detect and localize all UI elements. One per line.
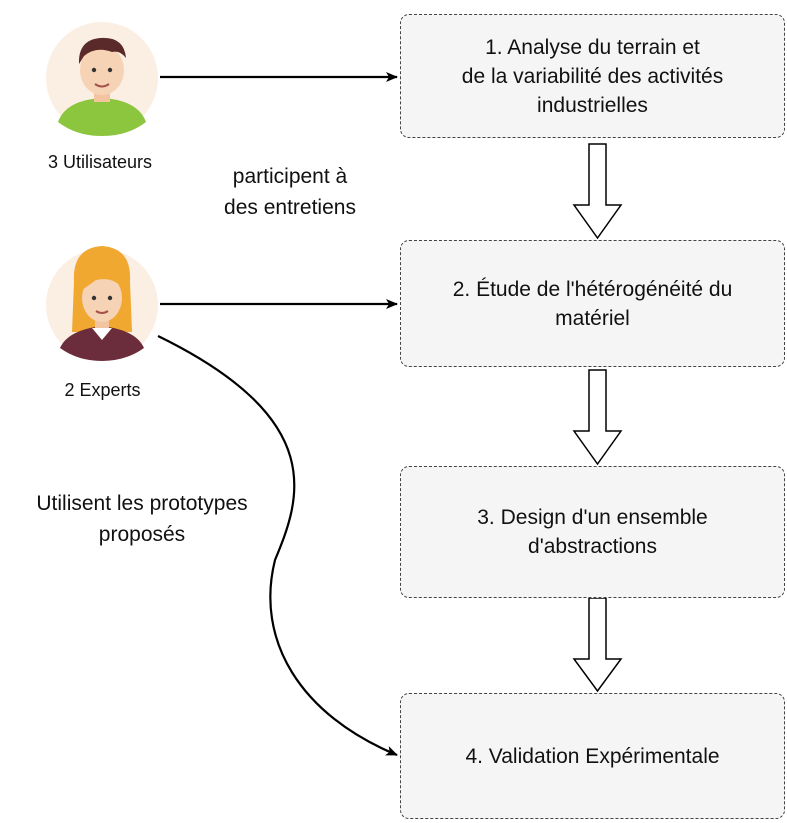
- prototypes-edge-label: Utilisent les prototypes proposés: [0, 488, 284, 550]
- step-3-box: 3. Design d'un ensemble d'abstractions: [400, 466, 785, 598]
- step-2-line-2: matériel: [555, 306, 630, 330]
- step-1-line-2: de la variabilité des activités: [461, 64, 724, 88]
- users-label: 3 Utilisateurs: [47, 152, 153, 172]
- interviews-edge-label: participent à des entretiens: [180, 161, 400, 223]
- prototypes-line-1: Utilisent les prototypes: [36, 492, 248, 515]
- experts-label: 2 Experts: [64, 380, 141, 400]
- interviews-line-1: participent à: [232, 165, 348, 188]
- down-arrow-icon: [572, 369, 623, 466]
- step-4-box: 4. Validation Expérimentale: [400, 693, 785, 819]
- experts-to-step4-curve-arrow: [157, 335, 398, 757]
- step-4-line-1: 4. Validation Expérimentale: [465, 744, 720, 768]
- step-1-line-1: 1. Analyse du terrain et: [485, 35, 700, 59]
- expert-avatar-icon: [46, 246, 158, 361]
- down-arrow-icon: [572, 597, 623, 693]
- step-1-box: 1. Analyse du terrain et de la variabili…: [400, 14, 785, 138]
- prototypes-line-2: proposés: [98, 523, 186, 546]
- step-2-box: 2. Étude de l'hétérogénéité du matériel: [400, 240, 785, 367]
- down-arrow-icon: [572, 143, 623, 240]
- step-1-line-3: industrielles: [537, 93, 648, 117]
- step-3-line-1: 3. Design d'un ensemble: [477, 506, 708, 529]
- step-2-line-1: 2. Étude de l'hétérogénéité du: [452, 277, 733, 301]
- step-3-line-2: d'abstractions: [528, 535, 657, 558]
- interviews-line-2: des entretiens: [224, 196, 356, 219]
- user-avatar-icon: [46, 22, 158, 136]
